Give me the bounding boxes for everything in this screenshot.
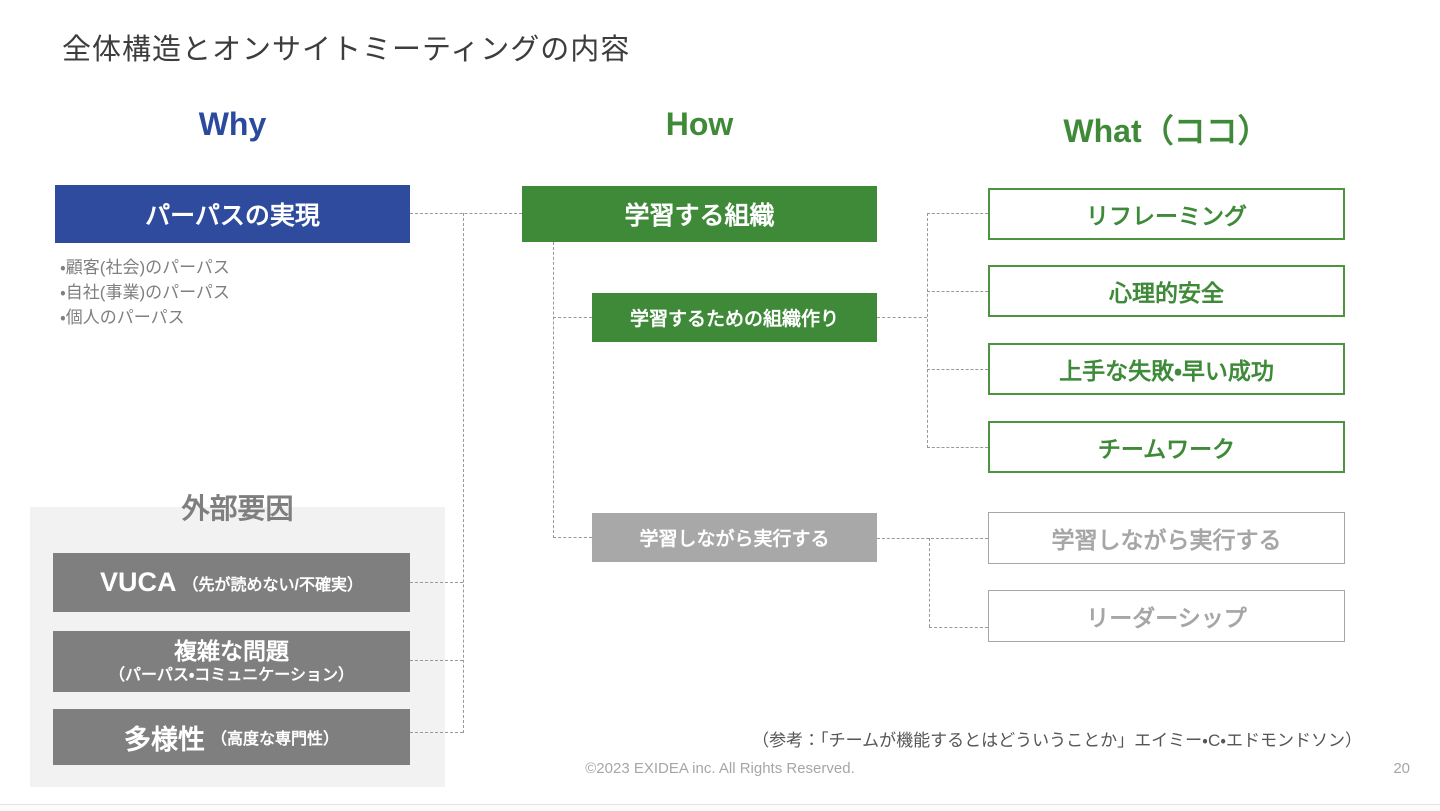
connector-line — [553, 242, 554, 538]
column-header-why: Why — [198, 106, 267, 142]
connector-line — [553, 317, 592, 318]
what-box-execute-while-learning: 学習しながら実行する — [988, 512, 1345, 564]
external-factor-main: VUCA — [100, 567, 177, 597]
bullet-item: ・個人のパーパス — [60, 308, 185, 327]
reference-note: （参考：「チームが機能するとはどういうことか」エイミー・C・エドモンドソン） — [752, 731, 1362, 750]
external-factor-main: 多様性 — [123, 724, 205, 755]
connector-line — [927, 213, 988, 214]
page-title: 全体構造とオンサイトミーティングの内容 — [62, 34, 631, 66]
external-factor-box-vuca: VUCA （先が読めない/不確実） — [53, 553, 410, 612]
bullet-item: ・自社(事業)のパーパス — [60, 283, 230, 302]
how-box-execute-while-learning: 学習しながら実行する — [592, 513, 877, 562]
how-box-learning-organization: 学習する組織 — [522, 186, 877, 242]
connector-line — [410, 213, 522, 214]
connector-line — [927, 369, 988, 370]
external-factor-sub: （高度な専門性） — [210, 731, 339, 748]
connector-line — [553, 537, 592, 538]
how-box-org-building-for-learning: 学習するための組織作り — [592, 293, 877, 342]
column-header-how: How — [665, 106, 734, 142]
purpose-box: パーパスの実現 — [55, 185, 410, 243]
what-box-psychological-safety: 心理的安全 — [988, 265, 1345, 317]
external-factor-sub: （パーパス・コミュニケーション） — [109, 666, 354, 684]
what-box-smart-failure-fast-success: 上手な失敗・早い成功 — [988, 343, 1345, 395]
connector-line — [927, 447, 988, 448]
external-factor-sub: （先が読めない/不確実） — [182, 576, 363, 594]
connector-line — [463, 213, 464, 733]
page-number: 20 — [1393, 760, 1410, 777]
bottom-divider — [0, 804, 1440, 811]
connector-line — [927, 213, 928, 448]
external-factors-heading: 外部要因 — [181, 493, 294, 524]
connector-line — [929, 627, 988, 628]
external-factor-box-complex-problems: 複雑な問題 （パーパス・コミュニケーション） — [53, 631, 410, 692]
what-box-reframing: リフレーミング — [988, 188, 1345, 240]
connector-line — [410, 732, 463, 733]
connector-line — [927, 291, 988, 292]
external-factor-main: 複雑な問題 — [174, 638, 289, 665]
connector-line — [410, 660, 463, 661]
copyright-text: ©2023 EXIDEA inc. All Rights Reserved. — [585, 760, 855, 777]
purpose-bullet-list: ・顧客(社会)のパーパス ・自社(事業)のパーパス ・個人のパーパス — [60, 255, 230, 330]
connector-line — [929, 538, 930, 627]
external-factor-box-diversity: 多様性 （高度な専門性） — [53, 709, 410, 765]
connector-line — [410, 582, 463, 583]
column-header-what: What（ココ） — [1063, 113, 1270, 149]
bullet-item: ・顧客(社会)のパーパス — [60, 258, 230, 277]
connector-line — [877, 538, 988, 539]
what-box-teamwork: チームワーク — [988, 421, 1345, 473]
connector-line — [877, 317, 927, 318]
what-box-leadership: リーダーシップ — [988, 590, 1345, 642]
